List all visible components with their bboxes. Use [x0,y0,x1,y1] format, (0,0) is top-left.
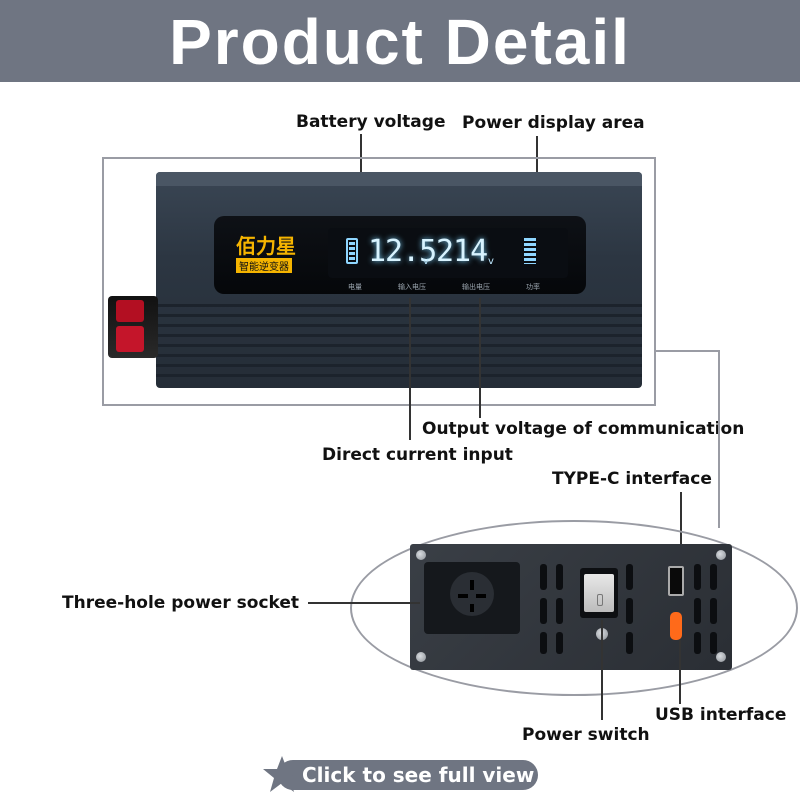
vent-slot [626,598,633,624]
star-icon [263,756,301,792]
vent-slot [556,564,563,590]
vent-slot [694,564,701,590]
connector-line-v [718,350,720,528]
vent-slot [710,564,717,590]
inverter-top-edge [156,172,642,186]
fin [156,314,642,317]
callout-usb-interface: USB interface [655,705,787,725]
socket-hole [476,594,486,598]
socket-hole [470,604,474,612]
leader-line-socket [308,602,420,604]
battery-level-bars [349,242,355,260]
vent-slot [710,632,717,654]
back-panel [410,544,732,670]
vent-slot [540,564,547,590]
fin [156,364,642,367]
fin [156,324,642,327]
output-voltage-unit: v [488,256,494,267]
lcd-label-input-voltage: 输入电压 [398,283,426,291]
battery-icon [346,238,358,264]
vent-slot [626,564,633,590]
switch-rocker [584,574,614,612]
switch-off-mark [597,594,603,606]
callout-output-voltage: Output voltage of communication [422,419,745,439]
header-bar [0,0,800,82]
lcd-label-output-voltage: 输出电压 [462,283,490,291]
fin [156,304,642,307]
leader-line-switch [601,620,603,720]
lcd-screen: 12.5 v 214 v [328,228,568,278]
vent-slot [556,598,563,624]
usb-a-port[interactable] [668,566,684,596]
brand-logo: 佰力星 [236,234,296,258]
socket-hole [470,580,474,590]
power-switch[interactable] [580,568,618,618]
vent-slot [540,632,547,654]
full-view-button[interactable]: Click to see full view [278,760,538,790]
lcd-label-power: 功率 [526,283,540,291]
vent-slot [626,632,633,654]
power-bars-icon [524,238,536,264]
ac-socket[interactable] [424,562,520,634]
vent-slot [556,632,563,654]
screw-icon [416,652,426,662]
output-voltage-value: 214 [436,234,488,269]
fin [156,374,642,377]
fin [156,344,642,347]
cooling-fins [156,296,642,386]
page-title: Product Detail [169,6,631,78]
back-view-ellipse [350,520,798,696]
positive-terminal [116,300,144,322]
front-view-frame [102,157,656,406]
screw-icon [416,550,426,560]
usb-c-port[interactable] [670,612,682,640]
brand-subtitle: 智能逆变器 [236,258,292,273]
inverter-body: 佰力星 智能逆变器 12.5 v 214 v 电量 输入电压 输出电压 功率 [156,172,642,388]
callout-three-hole-socket: Three-hole power socket [62,593,300,613]
full-view-label: Click to see full view [302,763,535,787]
negative-terminal [116,326,144,352]
lcd-display: 佰力星 智能逆变器 12.5 v 214 v 电量 输入电压 输出电压 功率 [214,216,586,294]
callout-type-c-interface: TYPE-C interface [552,469,712,489]
battery-voltage-unit: v [423,256,429,267]
fin [156,334,642,337]
leader-line-usb [679,640,681,704]
leader-line-output-voltage [479,298,481,418]
leader-line-dc-input [409,298,411,440]
vent-slot [540,598,547,624]
callout-direct-current-input: Direct current input [322,445,513,465]
battery-voltage-value: 12.5 [368,234,437,269]
socket-face [450,572,494,616]
lcd-label-battery: 电量 [348,283,362,291]
screw-icon [716,652,726,662]
vent-slot [694,632,701,654]
vent-slot [694,598,701,624]
vent-slot [710,598,717,624]
fin [156,354,642,357]
socket-hole [458,594,468,598]
callout-power-switch: Power switch [522,725,650,745]
screw-icon [716,550,726,560]
connector-line-h [656,350,720,352]
callout-battery-voltage: Battery voltage [296,112,446,132]
callout-power-display-area: Power display area [462,113,645,133]
